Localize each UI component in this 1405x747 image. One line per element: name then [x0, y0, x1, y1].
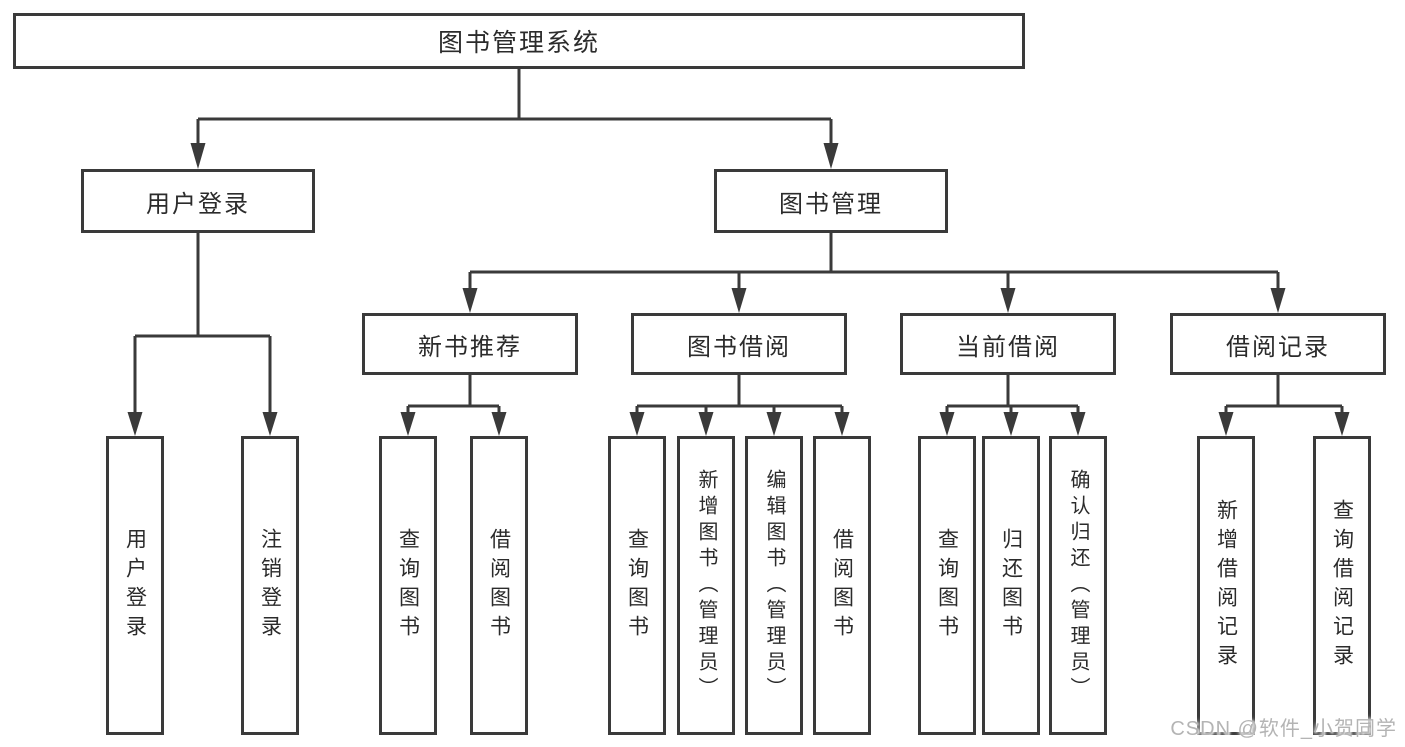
leaf-user-login-label: 用户登录: [123, 527, 147, 644]
leaf-recommend-borrow-book-label: 借阅图书: [487, 527, 511, 644]
arrowheads: [127, 143, 1350, 436]
leaf-borrow-query-book-label: 查询图书: [625, 527, 649, 644]
leaf-records-query-record-label: 查询借阅记录: [1330, 498, 1354, 673]
arrow-leaf-logout: [262, 412, 278, 436]
leaf-logout: 注销登录: [241, 436, 299, 735]
leaf-borrow-borrow-book: 借阅图书: [813, 436, 871, 735]
arrow-book-mgmt: [823, 143, 839, 169]
node-book-management-label: 图书管理: [779, 190, 883, 218]
leaf-recommend-borrow-book: 借阅图书: [470, 436, 528, 735]
node-root-label: 图书管理系统: [437, 29, 600, 57]
node-book-management: 图书管理: [714, 169, 948, 233]
edge-borrow-split: [635, 375, 844, 415]
leaf-recommend-query-book: 查询图书: [379, 436, 437, 735]
leaf-current-query-book: 查询图书: [918, 436, 976, 735]
csdn-watermark: CSDN @软件_小贺同学: [1170, 718, 1397, 740]
edge-records-split: [1224, 375, 1344, 415]
arrow-leaf-cur-return: [1003, 412, 1019, 436]
arrow-user-login: [190, 143, 206, 169]
leaf-current-return-book-label: 归还图书: [999, 527, 1023, 644]
arrow-borrow: [731, 288, 747, 313]
arrow-recommend: [462, 288, 478, 313]
node-new-book-recommend: 新书推荐: [362, 313, 578, 375]
arrow-leaf-cur-confirm: [1070, 412, 1086, 436]
edge-book-mgmt-split: [468, 233, 1280, 291]
node-new-book-recommend-label: 新书推荐: [418, 333, 522, 361]
node-root: 图书管理系统: [13, 13, 1025, 69]
leaf-borrow-add-book-label: 新增图书（管理员）: [695, 468, 717, 703]
arrow-leaf-bor-query: [629, 412, 645, 436]
arrow-current: [1000, 288, 1016, 313]
leaf-logout-label: 注销登录: [258, 527, 282, 644]
node-borrow-records-label: 借阅记录: [1226, 333, 1330, 361]
arrow-leaf-login: [127, 412, 143, 436]
edge-root-split: [196, 69, 833, 147]
arrow-leaf-bor-edit: [766, 412, 782, 436]
leaf-records-query-record: 查询借阅记录: [1313, 436, 1371, 735]
node-user-login-label: 用户登录: [146, 190, 250, 218]
arrow-leaf-rec-query: [400, 412, 416, 436]
leaf-borrow-add-book: 新增图书（管理员）: [677, 436, 735, 735]
leaf-user-login: 用户登录: [106, 436, 164, 735]
arrow-leaf-hist-add: [1218, 412, 1234, 436]
node-book-borrow: 图书借阅: [631, 313, 847, 375]
node-borrow-records: 借阅记录: [1170, 313, 1386, 375]
arrow-leaf-bor-add: [698, 412, 714, 436]
node-book-borrow-label: 图书借阅: [687, 333, 791, 361]
leaf-current-return-book: 归还图书: [982, 436, 1040, 735]
node-current-borrow-label: 当前借阅: [956, 333, 1060, 361]
arrow-leaf-bor-borrow: [834, 412, 850, 436]
arrow-leaf-rec-borrow: [491, 412, 507, 436]
arrow-leaf-hist-query: [1334, 412, 1350, 436]
node-current-borrow: 当前借阅: [900, 313, 1116, 375]
leaf-borrow-edit-book-label: 编辑图书（管理员）: [763, 468, 785, 703]
edge-user-login-split: [133, 233, 272, 415]
leaf-borrow-edit-book: 编辑图书（管理员）: [745, 436, 803, 735]
leaf-current-confirm-return: 确认归还（管理员）: [1049, 436, 1107, 735]
leaf-borrow-borrow-book-label: 借阅图书: [830, 527, 854, 644]
leaf-records-add-record: 新增借阅记录: [1197, 436, 1255, 735]
leaf-recommend-query-book-label: 查询图书: [396, 527, 420, 644]
leaf-current-query-book-label: 查询图书: [935, 527, 959, 644]
arrow-records: [1270, 288, 1286, 313]
leaf-borrow-query-book: 查询图书: [608, 436, 666, 735]
leaf-records-add-record-label: 新增借阅记录: [1214, 498, 1238, 673]
leaf-current-confirm-return-label: 确认归还（管理员）: [1067, 468, 1089, 703]
edge-recommend-split: [406, 375, 501, 415]
arrow-leaf-cur-query: [939, 412, 955, 436]
edge-current-split: [945, 375, 1080, 415]
node-user-login: 用户登录: [81, 169, 315, 233]
